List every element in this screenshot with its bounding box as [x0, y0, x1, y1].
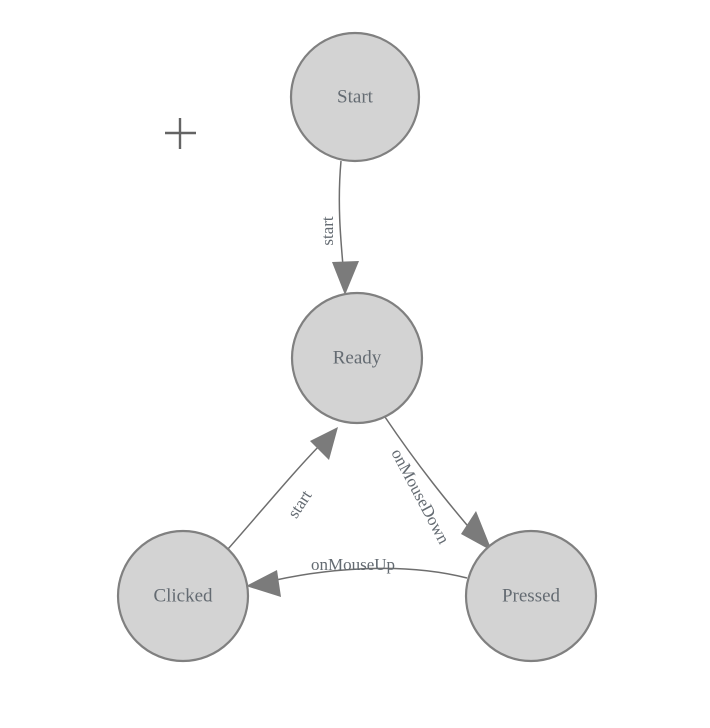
edge-pressed-to-clicked-arrowhead [246, 570, 281, 597]
edge-start-to-ready[interactable] [332, 160, 359, 295]
node-start-circle[interactable] [289, 31, 421, 163]
node-ready[interactable]: Ready [290, 291, 424, 425]
node-clicked[interactable]: Clicked [116, 529, 250, 663]
edge-clicked-to-ready-arrowhead [310, 427, 338, 460]
edge-label-start-to-ready: start [318, 216, 337, 246]
crosshair-icon [165, 118, 196, 149]
edge-clicked-to-ready[interactable] [227, 427, 338, 550]
node-start-label: Start [337, 86, 374, 107]
edge-start-to-ready-arrowhead [332, 261, 359, 295]
edge-label-pressed-to-clicked: onMouseUp [311, 555, 395, 574]
edge-pressed-to-clicked-path[interactable] [262, 567, 468, 584]
node-clicked-label: Clicked [153, 585, 213, 606]
node-start[interactable]: Start [289, 31, 421, 163]
edge-clicked-to-ready-path[interactable] [227, 439, 326, 550]
edge-ready-to-pressed-arrowhead [461, 511, 492, 551]
edge-start-to-ready-path[interactable] [338, 160, 345, 278]
node-clicked-circle[interactable] [116, 529, 250, 663]
node-ready-label: Ready [333, 347, 382, 368]
edge-pressed-to-clicked[interactable] [246, 567, 468, 597]
node-ready-circle[interactable] [290, 291, 424, 425]
node-pressed-circle[interactable] [464, 529, 598, 663]
edge-label-clicked-to-ready: start [284, 486, 316, 521]
edge-ready-to-pressed[interactable] [384, 416, 492, 551]
node-pressed-label: Pressed [502, 585, 561, 606]
node-pressed[interactable]: Pressed [464, 529, 598, 663]
